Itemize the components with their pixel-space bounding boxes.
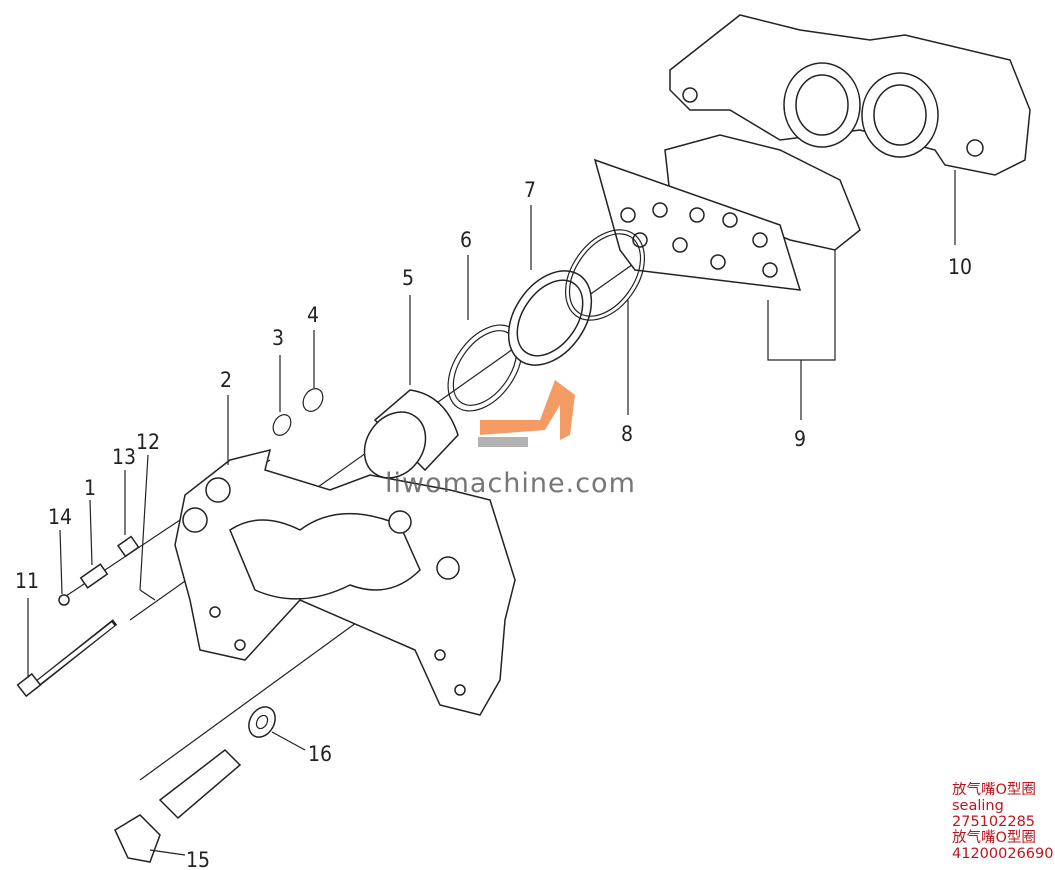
label-5: 5	[402, 266, 414, 290]
guide-bolt-part-15	[114, 749, 242, 863]
label-10: 10	[948, 255, 972, 279]
watermark-excavator-logo	[478, 380, 575, 447]
note-line: 放气嘴O型圈	[952, 782, 1036, 798]
label-13: 13	[112, 445, 136, 469]
note-line: 275102285	[952, 814, 1036, 830]
part-labels: 1 2 3 4 5 6 7 8 9 10 11 12 13 14 15 16	[15, 178, 972, 870]
seal-ring-part-4	[302, 388, 324, 412]
seal-ring-part-3	[272, 414, 292, 436]
label-2: 2	[220, 368, 232, 392]
part-note: 放气嘴O型圈 sealing 275102285 放气嘴O型圈 41200026…	[952, 782, 1055, 862]
rings-parts-6-7-8	[447, 205, 646, 415]
label-8: 8	[621, 422, 633, 446]
note-line: 41200026690	[952, 846, 1054, 862]
label-12: 12	[136, 430, 160, 454]
label-11: 11	[15, 569, 39, 593]
label-9: 9	[794, 427, 806, 451]
bolt-part-11	[16, 598, 118, 698]
watermark-text: liwomachine.com	[385, 468, 636, 499]
label-4: 4	[307, 303, 319, 327]
caliper-half-part-10	[669, 14, 1031, 176]
washer-part-16	[248, 706, 306, 751]
bleeder-parts-1-13-14-12	[58, 454, 156, 606]
label-15: 15	[186, 848, 210, 870]
label-6: 6	[460, 228, 472, 252]
label-3: 3	[272, 326, 284, 350]
brake-pad-part-9	[593, 134, 861, 420]
piston-part-5	[363, 295, 459, 479]
caliper-body-part-2	[174, 395, 516, 716]
label-1: 1	[84, 476, 96, 500]
label-7: 7	[524, 178, 536, 202]
note-line: sealing	[952, 798, 1004, 814]
label-14: 14	[48, 505, 72, 529]
label-16: 16	[308, 742, 332, 766]
note-line: 放气嘴O型圈	[952, 830, 1036, 846]
